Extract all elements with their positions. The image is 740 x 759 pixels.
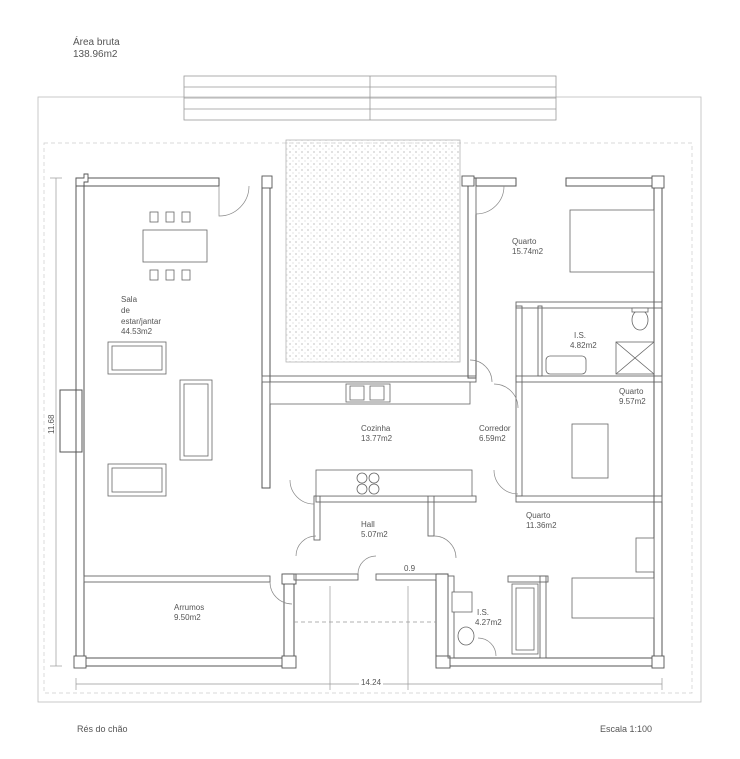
room-label-corredor: Corredor [479, 424, 511, 433]
room-label-hall: Hall [361, 520, 375, 529]
site-boundary [37, 96, 702, 703]
room-area-quarto-3: 11.36m2 [526, 521, 557, 530]
room-area-is-1: 4.82m2 [570, 341, 597, 350]
dimension-width: 14.24 [359, 678, 384, 688]
drawing-scale: Escala 1:100 [600, 724, 653, 734]
dimension-height: 11.68 [47, 414, 56, 434]
room-area-hall: 5.07m2 [361, 530, 388, 539]
room-label-quarto-1: Quarto [512, 237, 537, 246]
top-pergola [183, 75, 557, 121]
room-label-quarto-3: Quarto [526, 511, 551, 520]
gross-area-label: Área bruta [73, 37, 120, 48]
room-label-arrumos: Arrumos [174, 603, 205, 612]
room-area-arrumos: 9.50m2 [174, 613, 201, 622]
corner-posts [73, 173, 665, 669]
room-label-is-2: I.S. [477, 608, 490, 617]
kitchen-fixtures [269, 381, 473, 497]
room-area-corredor: 6.59m2 [479, 434, 506, 443]
dimension-door: 0.9 [404, 564, 416, 573]
room-label-sala-estar: estar/jantar [121, 317, 162, 326]
door-swings [218, 185, 519, 657]
dining-set [142, 211, 208, 281]
room-area-sala: 44.53m2 [121, 327, 153, 336]
bedroom-furniture [569, 209, 655, 619]
room-label-quarto-2: Quarto [619, 387, 644, 396]
room-area-cozinha: 13.77m2 [361, 434, 393, 443]
room-label-cozinha: Cozinha [361, 424, 391, 433]
room-label-sala-de: de [121, 306, 130, 315]
room-label-is-1: I.S. [574, 331, 587, 340]
floor-name: Rés do chão [77, 724, 128, 734]
bathroom-fixtures [451, 307, 655, 655]
room-area-quarto-1: 15.74m2 [512, 247, 544, 256]
room-area-quarto-2: 9.57m2 [619, 397, 646, 406]
courtyard [285, 139, 461, 363]
gross-area-value: 138.96m2 [73, 49, 118, 60]
room-label-sala: Sala [121, 295, 138, 304]
living-furniture [107, 341, 213, 497]
room-area-is-2: 4.27m2 [475, 618, 502, 627]
